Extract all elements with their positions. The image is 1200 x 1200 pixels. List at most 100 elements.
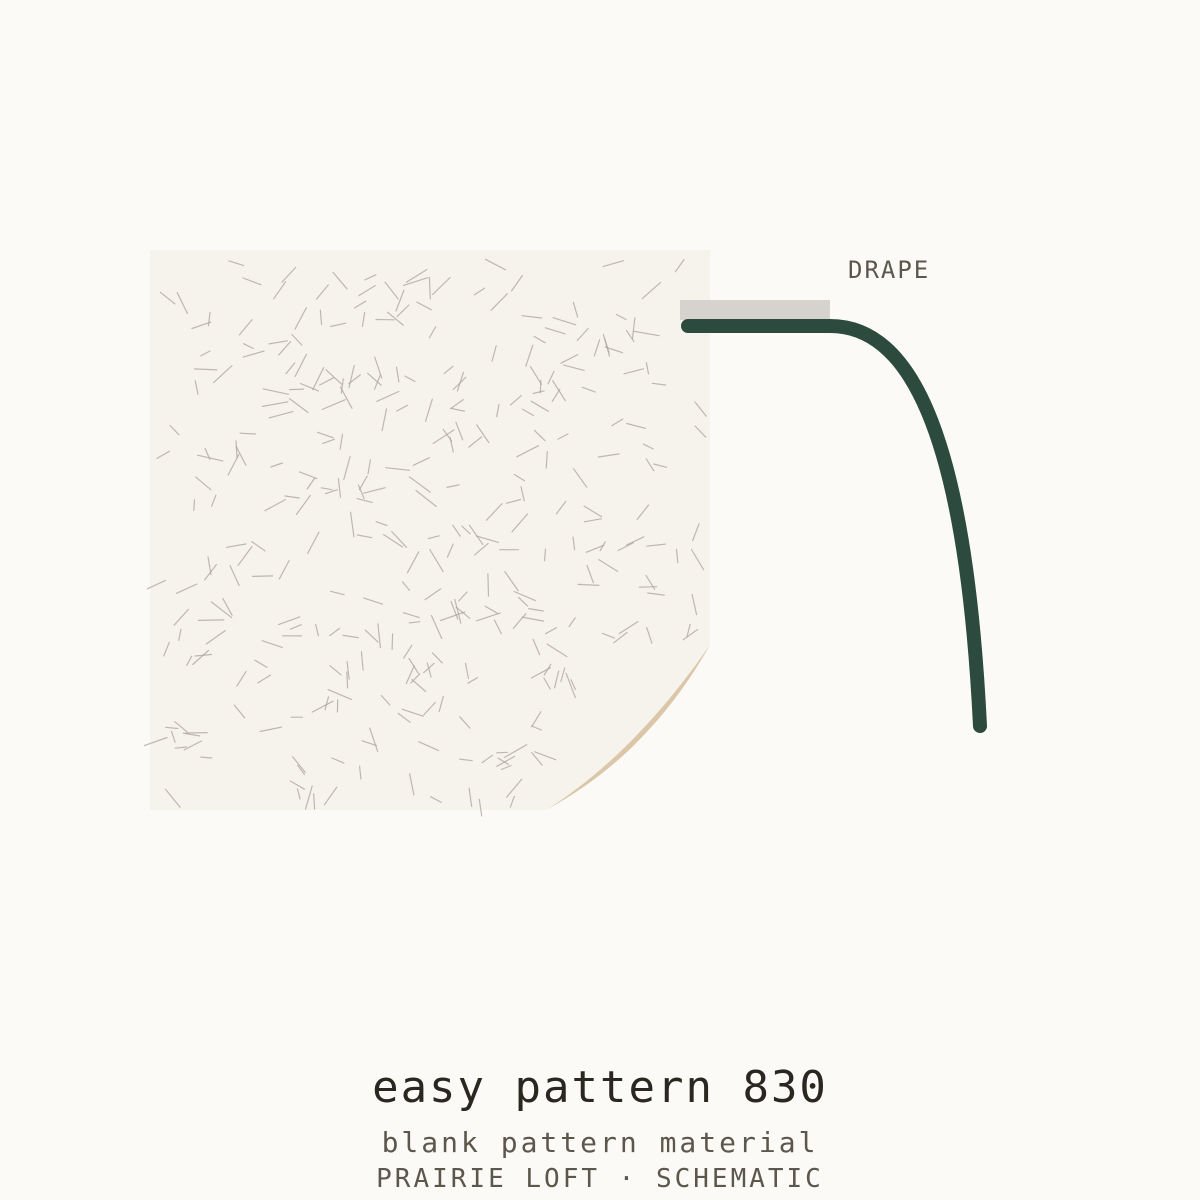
hatch-stroke [450, 399, 464, 410]
hatch-stroke [509, 795, 516, 808]
hatch-stroke [391, 633, 394, 651]
hatch-stroke [270, 462, 283, 468]
hatch-stroke [383, 533, 404, 548]
hatch-stroke [192, 649, 210, 666]
hatch-stroke [597, 453, 620, 458]
hatch-stroke [364, 629, 379, 643]
hatch-stroke [543, 677, 551, 690]
hatch-stroke [552, 380, 566, 402]
hatch-stroke [330, 590, 345, 596]
hatch-stroke [409, 773, 415, 796]
hatch-stroke [396, 404, 409, 412]
hatch-stroke [332, 271, 348, 290]
hatch-stroke [359, 765, 362, 780]
hatch-stroke [432, 276, 451, 295]
hatch-stroke [476, 424, 490, 444]
hatch-stroke [251, 540, 266, 552]
hatch-stroke [396, 304, 410, 318]
hatch-stroke [146, 579, 166, 590]
hatch-stroke [268, 340, 288, 345]
hatch-stroke [288, 398, 309, 413]
hatch-stroke [377, 623, 381, 649]
hatch-stroke [342, 634, 359, 639]
hatch-stroke [645, 362, 650, 375]
hatch-stroke [191, 321, 212, 330]
hatch-stroke [468, 524, 484, 546]
hatch-stroke [164, 788, 181, 808]
hatch-stroke [529, 366, 543, 385]
hatch-stroke [611, 418, 624, 427]
hatch-stroke [458, 591, 468, 602]
hatch-stroke [615, 313, 627, 321]
hatch-stroke [577, 583, 600, 587]
hatch-stroke [452, 376, 467, 391]
hatch-stroke [228, 260, 245, 267]
hatch-stroke [626, 422, 647, 429]
hatch-stroke [555, 500, 567, 515]
hatch-stroke [296, 788, 301, 800]
hatch-stroke [277, 616, 301, 626]
hatch-stroke [401, 708, 424, 717]
hatch-stroke [583, 518, 603, 523]
hatch-stroke [418, 741, 440, 752]
hatch-stroke [357, 484, 365, 499]
hatch-stroke [456, 371, 465, 392]
hatch-stroke [242, 350, 265, 358]
hatch-stroke [165, 726, 179, 730]
hatch-stroke [602, 334, 611, 357]
hatch-stroke [500, 764, 512, 771]
hatch-stroke [315, 623, 319, 637]
hatch-stroke [691, 523, 700, 542]
hatch-stroke [320, 487, 333, 491]
hatch-stroke [395, 289, 405, 312]
hatch-stroke [311, 700, 334, 713]
hatch-stroke [174, 746, 187, 749]
hatch-stroke [222, 597, 233, 616]
hatch-stroke [175, 583, 198, 595]
hatch-stroke [156, 450, 170, 459]
hatch-stroke [553, 670, 560, 689]
hatch-stroke [636, 504, 650, 521]
hatch-stroke [193, 499, 196, 512]
hatch-stroke [173, 608, 189, 626]
hatch-stroke [452, 524, 461, 537]
hatch-stroke [169, 424, 180, 436]
hatch-stroke [481, 754, 494, 764]
hatch-stroke [408, 657, 419, 674]
hatch-stroke [361, 311, 366, 327]
hatch-stroke [294, 307, 307, 330]
hatch-stroke [485, 503, 503, 521]
hatch-stroke [284, 495, 300, 499]
hatch-stroke [319, 377, 335, 386]
hatch-stroke [440, 611, 466, 622]
hatch-stroke [572, 468, 588, 488]
hatch-stroke [428, 277, 431, 300]
hatch-stroke [560, 667, 566, 683]
drape-label: DRAPE [848, 256, 930, 284]
hatch-stroke [278, 341, 292, 356]
hatch-stroke [547, 370, 555, 385]
hatch-stroke [204, 563, 217, 581]
hatch-stroke [239, 432, 256, 435]
hatch-stroke [381, 408, 388, 432]
hatch-stroke [581, 386, 596, 393]
hatch-stroke [292, 756, 306, 774]
hatch-stroke [289, 624, 302, 630]
hatch-stroke [210, 601, 233, 619]
hatch-stroke [459, 758, 473, 762]
hatch-stroke [273, 281, 287, 300]
pattern-credit: PRAIRIE LOFT · SCHEMATIC [376, 1164, 824, 1194]
hatch-stroke [207, 312, 211, 327]
hatch-stroke [285, 362, 296, 375]
hatch-stroke [430, 796, 442, 803]
hatch-stroke [461, 525, 471, 535]
hatch-stroke [531, 725, 543, 731]
hatch-stroke [236, 670, 247, 687]
hatch-stroke [450, 407, 465, 412]
hatch-stroke [446, 543, 454, 558]
hatch-stroke [586, 564, 595, 584]
hatch-stroke [691, 593, 698, 616]
hatch-stroke [473, 287, 486, 296]
hatch-stroke [521, 616, 545, 622]
